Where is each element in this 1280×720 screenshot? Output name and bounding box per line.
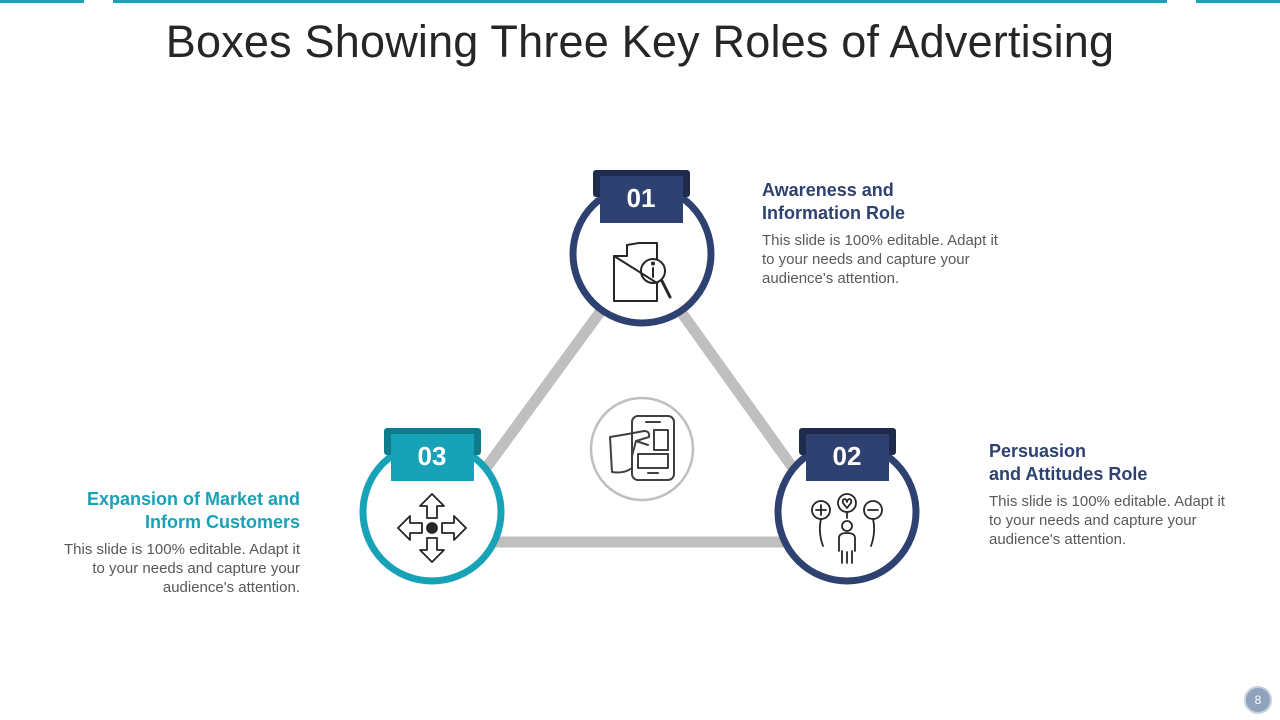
node-03-number: 03: [418, 441, 447, 471]
page-number-badge: 8: [1244, 686, 1272, 714]
role-01-body: This slide is 100% editable. Adapt it to…: [762, 232, 998, 287]
node-01: 01: [569, 170, 715, 327]
center-hub: [589, 396, 695, 502]
top-accent-line-center: [113, 0, 1167, 3]
role-02-heading-line2: and Attitudes Role: [989, 464, 1148, 484]
node-03: 03: [359, 428, 505, 585]
top-accent-line-right: [1196, 0, 1280, 3]
role-03-heading-line1: Expansion of Market and: [86, 489, 300, 509]
top-accent-line-left: [0, 0, 84, 3]
role-01-heading: Awareness and Information Role: [762, 179, 1012, 225]
role-03-text: Expansion of Market and Inform Customers…: [50, 488, 300, 597]
node-02-number: 02: [833, 441, 862, 471]
role-03-heading-line2: Inform Customers: [144, 512, 300, 532]
role-01-heading-line2: Information Role: [762, 203, 905, 223]
role-02-heading-line1: Persuasion: [989, 441, 1087, 461]
role-03-heading: Expansion of Market and Inform Customers: [50, 488, 300, 534]
document-search-icon: [613, 242, 672, 302]
role-01-text: Awareness and Information Role This slid…: [762, 179, 1012, 288]
role-02-text: Persuasion and Attitudes Role This slide…: [989, 440, 1239, 549]
node-01-number: 01: [627, 183, 656, 213]
person-balloons-icon: [811, 493, 883, 564]
node-02: 02: [774, 428, 920, 585]
role-01-heading-line1: Awareness and: [762, 180, 894, 200]
role-03-body: This slide is 100% editable. Adapt it to…: [64, 541, 300, 596]
four-arrows-icon: [397, 493, 467, 563]
triangle-connector: [426, 250, 852, 548]
role-02-heading: Persuasion and Attitudes Role: [989, 440, 1239, 486]
role-02-body: This slide is 100% editable. Adapt it to…: [989, 493, 1225, 548]
slide-title: Boxes Showing Three Key Roles of Adverti…: [165, 16, 1115, 67]
mobile-tap-icon: [609, 415, 675, 481]
